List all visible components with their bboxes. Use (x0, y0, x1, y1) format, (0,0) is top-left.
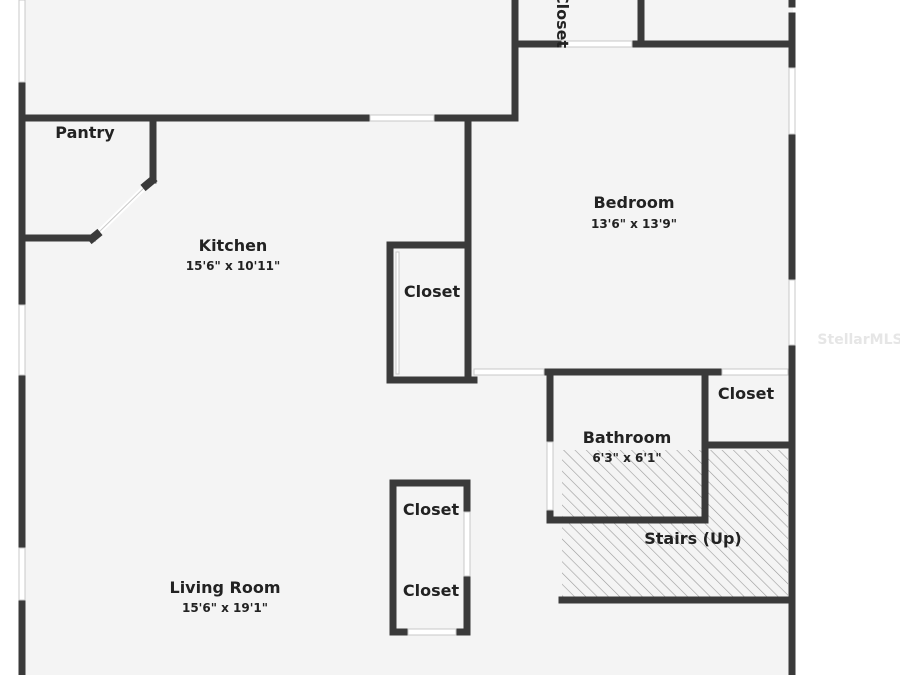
kitchen-dimensions: 15'6" x 10'11" (186, 259, 280, 273)
window (788, 67, 796, 135)
stairs-hatch (562, 450, 788, 600)
door (546, 441, 554, 511)
openings (18, 0, 796, 636)
living-closet-upper-label: Closet (403, 500, 460, 519)
bedroom-closet-label: Closet (718, 384, 775, 403)
living-room-label: Living Room (170, 578, 281, 597)
watermark: StellarMLS (817, 332, 900, 348)
door (369, 114, 435, 122)
door (561, 40, 633, 48)
window (18, 547, 26, 601)
walls (18, 0, 796, 675)
kitchen-closet-label: Closet (404, 282, 461, 301)
bedroom-dimensions: 13'6" x 13'9" (591, 217, 677, 231)
kitchen-label: Kitchen (199, 236, 268, 255)
door (407, 628, 457, 636)
top-closet-label: Closet (553, 0, 572, 48)
window (18, 304, 26, 376)
bedroom-label: Bedroom (593, 193, 674, 212)
bathroom-label: Bathroom (583, 428, 672, 447)
bathroom-dimensions: 6'3" x 6'1" (592, 451, 661, 465)
door (463, 511, 471, 577)
door (721, 368, 789, 376)
door (395, 251, 400, 375)
window (18, 0, 26, 83)
living-room-dimensions: 15'6" x 19'1" (182, 601, 268, 615)
window (788, 279, 796, 346)
pantry-door-edge (94, 181, 151, 237)
living-closet-lower-label: Closet (403, 581, 460, 600)
wall-stub (86, 228, 103, 245)
wall-stub (140, 174, 158, 192)
pantry-label: Pantry (55, 123, 115, 142)
door (473, 368, 545, 376)
stairs-label: Stairs (Up) (644, 529, 742, 548)
